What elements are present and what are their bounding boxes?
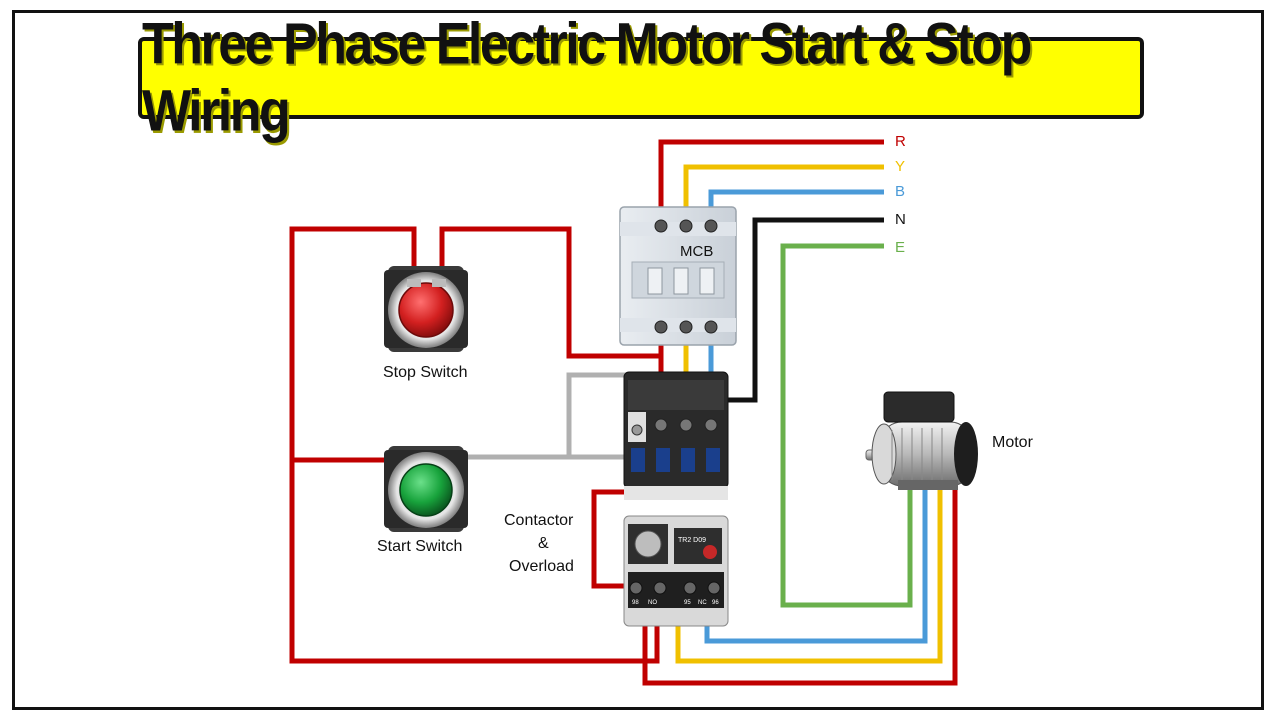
terminal-label-no: NO: [648, 600, 657, 606]
wire-earth-to-motor: [780, 243, 913, 608]
diagram-title: Three Phase Electric Motor Start & Stop …: [142, 11, 1032, 145]
line-label-n: N: [895, 211, 906, 228]
contactor-label-line2: &: [538, 535, 549, 552]
mcb-label: MCB: [680, 243, 714, 260]
line-label-b: B: [895, 183, 906, 200]
overload-terminal-labels: 98 NO 95 NC 96: [632, 600, 719, 606]
wire-overload-y-to-motor: [675, 482, 943, 664]
wire-aux-to-overload: [591, 489, 633, 589]
terminal-label-96: 96: [712, 600, 719, 606]
terminal-label-95: 95: [684, 600, 691, 606]
line-label-e: E: [895, 239, 906, 256]
stop-switch-device: [384, 266, 468, 352]
contactor-label-line1: Contactor: [504, 512, 574, 529]
wire-overload-b-to-motor: [704, 482, 928, 644]
start-switch-label: Start Switch: [377, 538, 463, 555]
motor-label: Motor: [992, 434, 1033, 451]
outer-border: [12, 10, 1264, 710]
motor-device: [865, 391, 978, 490]
line-label-r: R: [895, 133, 906, 150]
wire-n-supply: [718, 217, 884, 403]
mcb-breaker: [619, 206, 737, 346]
contactor: [623, 371, 729, 500]
stop-switch-label: Stop Switch: [383, 364, 468, 381]
terminal-label-nc: NC: [698, 600, 707, 606]
line-label-y: Y: [895, 158, 906, 175]
overload-relay: TR2 D09 98 NO 95 NC 96: [623, 515, 729, 627]
terminal-label-98: 98: [632, 600, 639, 606]
wire-stop-left-loop: [289, 226, 660, 664]
control-wiring: [289, 226, 958, 686]
wire-gray-loop: [566, 372, 636, 457]
wire-r-supply: [658, 139, 884, 222]
wire-stop-to-r: [439, 226, 661, 359]
overload-model-text: TR2 D09: [678, 537, 706, 544]
start-switch-device: [384, 446, 468, 532]
wire-y-supply: [683, 164, 884, 222]
wire-overload-r-to-motor: [642, 482, 958, 686]
title-banner: Three Phase Electric Motor Start & Stop …: [138, 12, 1144, 144]
contactor-label-line3: Overload: [509, 558, 574, 575]
